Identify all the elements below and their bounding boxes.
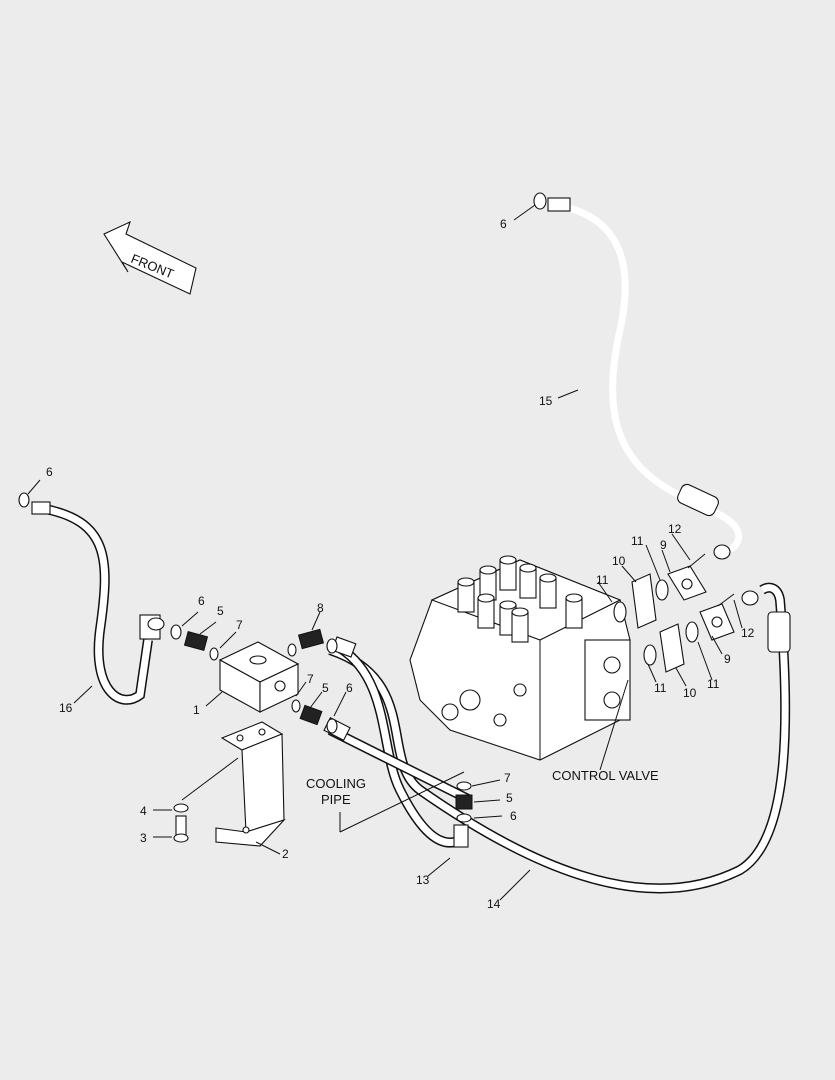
valve-spools xyxy=(457,555,583,643)
callout-15: 15 xyxy=(539,394,553,408)
callout-3: 3 xyxy=(140,831,147,845)
manifold-block-1 xyxy=(218,641,300,713)
bracket-2 xyxy=(215,721,286,847)
callout-11: 11 xyxy=(631,534,644,548)
flange-set-lower xyxy=(643,593,735,673)
control-valve xyxy=(409,555,631,761)
callout-7: 7 xyxy=(236,618,243,632)
callout-13: 13 xyxy=(416,873,430,887)
callout-2: 2 xyxy=(282,847,289,861)
hose-16 xyxy=(18,492,165,705)
callout-4: 4 xyxy=(140,804,147,818)
callout-6: 6 xyxy=(346,681,353,695)
callout-numbers: 6 15 6 16 6 5 7 8 1 7 5 6 4 3 2 13 14 7 … xyxy=(46,217,755,911)
washer-4 xyxy=(173,803,189,813)
callout-11: 11 xyxy=(596,573,609,587)
callout-7: 7 xyxy=(307,672,314,686)
front-arrow: FRONT xyxy=(103,220,197,295)
flange-set-upper xyxy=(613,553,707,629)
callout-12: 12 xyxy=(741,626,755,640)
cooling-pipe-label-line1: COOLING xyxy=(306,776,366,791)
callout-12: 12 xyxy=(668,522,682,536)
fittings xyxy=(170,624,473,823)
hose-14 xyxy=(328,582,791,894)
callout-6: 6 xyxy=(500,217,507,231)
callout-9: 9 xyxy=(724,652,731,666)
callout-1: 1 xyxy=(193,703,200,717)
leader-lines xyxy=(27,204,743,901)
callout-10: 10 xyxy=(683,686,697,700)
callout-5: 5 xyxy=(506,791,513,805)
cooling-pipe-label-line2: PIPE xyxy=(321,792,351,807)
callout-5: 5 xyxy=(322,681,329,695)
callout-6: 6 xyxy=(510,809,517,823)
callout-10: 10 xyxy=(612,554,626,568)
bolt-3 xyxy=(173,815,189,843)
hose-15 xyxy=(533,192,743,560)
callout-14: 14 xyxy=(487,897,501,911)
control-valve-label: CONTROL VALVE xyxy=(552,768,659,783)
callout-8: 8 xyxy=(317,601,324,615)
callout-9: 9 xyxy=(660,538,667,552)
callout-11: 11 xyxy=(654,681,667,695)
callout-16: 16 xyxy=(59,701,73,715)
hose-13 xyxy=(331,636,469,848)
callout-5: 5 xyxy=(217,604,224,618)
callout-11: 11 xyxy=(707,677,720,691)
callout-7: 7 xyxy=(504,771,511,785)
callout-6: 6 xyxy=(198,594,205,608)
callout-6: 6 xyxy=(46,465,53,479)
